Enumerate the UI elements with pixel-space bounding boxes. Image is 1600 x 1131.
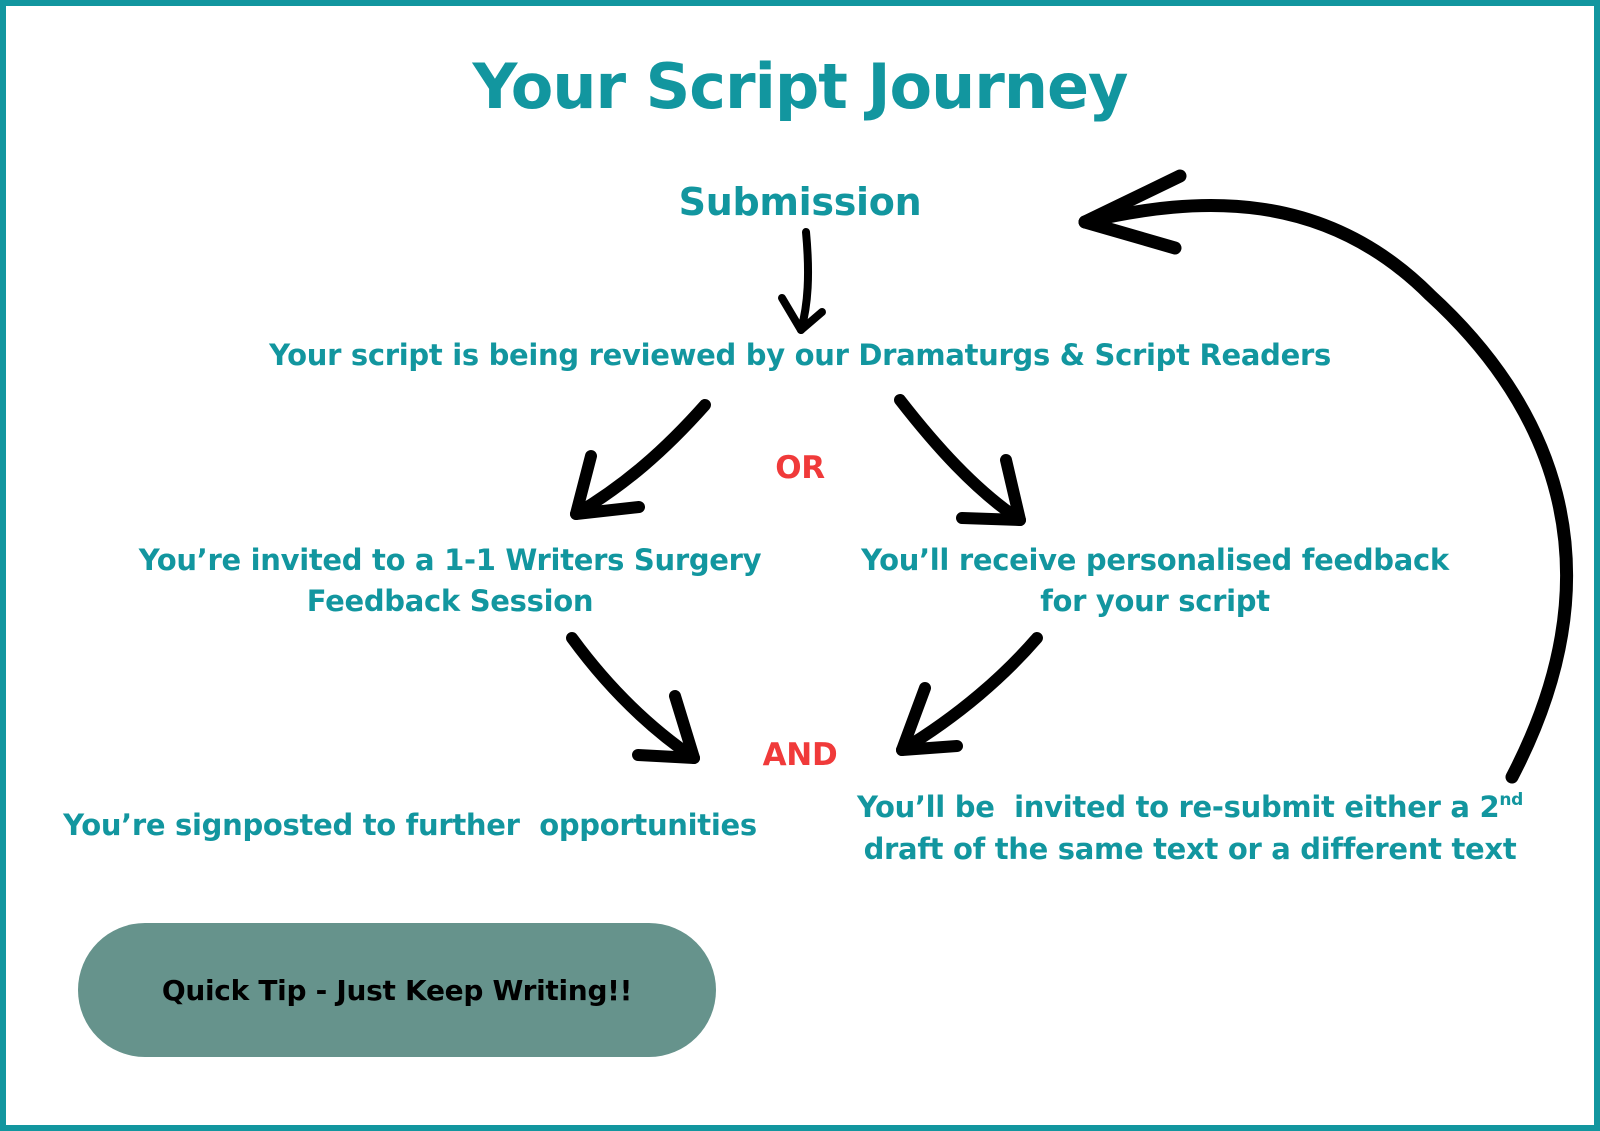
quick-tip-pill: Quick Tip - Just Keep Writing!! [78,923,716,1057]
connector-and: AND [762,737,838,773]
arrow-resubmit-loop [1078,169,1573,784]
step-resubmit-part2: draft of the same text or a different te… [863,832,1517,866]
step-submission: Submission [678,180,922,224]
page-title: Your Script Journey [472,50,1129,123]
arrow-submission-to-review [778,228,826,334]
step-signposted: You’re signposted to further opportuniti… [63,808,757,842]
step-personalised-feedback-line1: You’ll receive personalised feedback [861,543,1449,577]
arrow-surgery-to-outcome [566,632,700,764]
step-resubmit-part1: You’ll be invited to re-submit either a … [856,790,1500,824]
step-resubmit: You’ll be invited to re-submit either a … [790,786,1590,870]
step-writers-surgery-line1: You’re invited to a 1-1 Writers Surgery [138,543,762,577]
connector-or: OR [775,450,825,486]
step-writers-surgery-line2: Feedback Session [306,584,594,618]
step-writers-surgery: You’re invited to a 1-1 Writers Surgery … [100,540,800,622]
step-review: Your script is being reviewed by our Dra… [269,338,1331,372]
quick-tip-label: Quick Tip - Just Keep Writing!! [161,973,633,1007]
arrow-review-to-surgery [570,399,711,520]
arrow-review-to-feedback [894,394,1026,526]
step-personalised-feedback-line2: for your script [1040,584,1270,618]
step-personalised-feedback: You’ll receive personalised feedback for… [805,540,1505,622]
step-resubmit-ordinal: nd [1499,790,1524,810]
arrow-feedback-to-outcome [896,632,1043,756]
